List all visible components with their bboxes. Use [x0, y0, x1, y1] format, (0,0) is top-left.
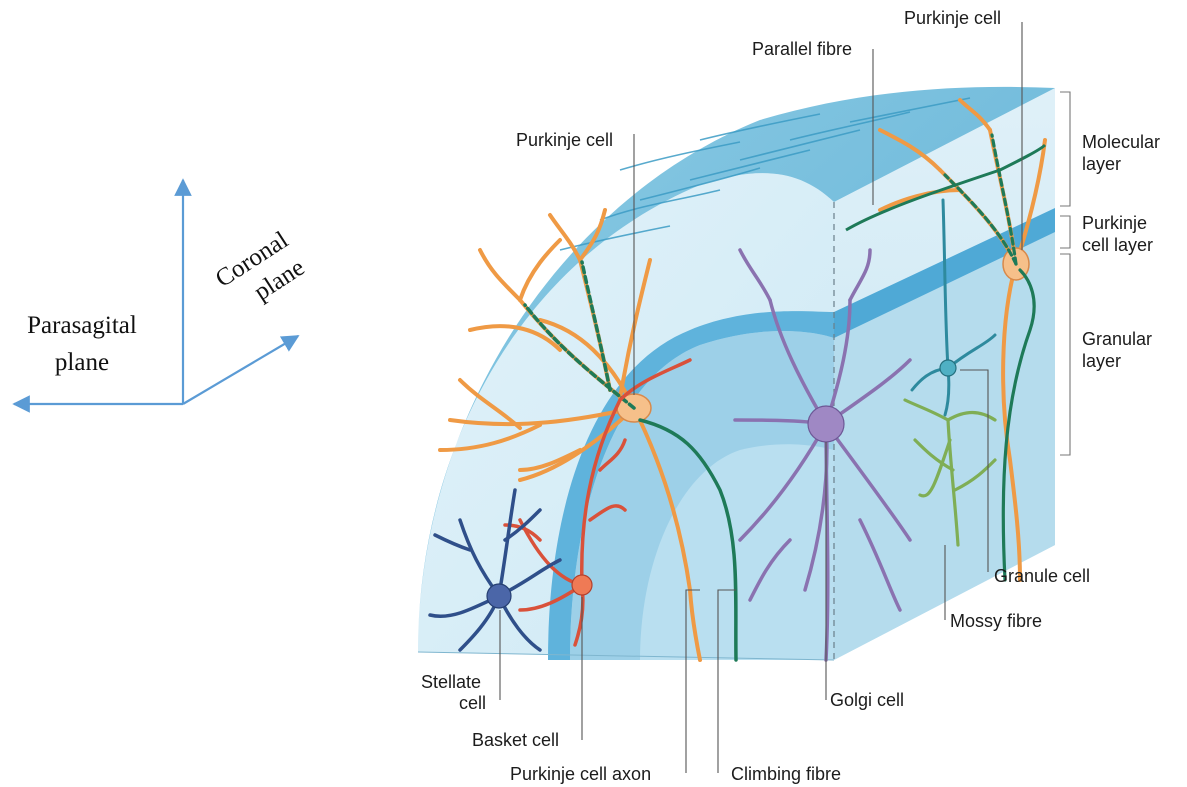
label-granule-cell: Granule cell [994, 566, 1090, 586]
parasagittal-plane-label-line2: plane [55, 349, 109, 376]
granule-soma [940, 360, 956, 376]
stellate-soma [487, 584, 511, 608]
basket-soma [572, 575, 592, 595]
label-parallel-fibre: Parallel fibre [752, 39, 852, 59]
golgi-soma [808, 406, 844, 442]
label-purkinje-cell-top: Purkinje cell [904, 8, 1001, 28]
label-granular-layer: Granular [1082, 329, 1152, 349]
label-mossy-fibre: Mossy fibre [950, 611, 1042, 631]
label-purkinje-cell-axon: Purkinje cell axon [510, 764, 651, 784]
label-granular-layer-line2: layer [1082, 351, 1121, 371]
label-climbing-fibre: Climbing fibre [731, 764, 841, 784]
label-basket-cell: Basket cell [472, 730, 559, 750]
label-stellate-cell: Stellate [421, 672, 481, 692]
label-purkinje-cell-layer: Purkinje [1082, 213, 1147, 233]
label-purkinje-cell-left: Purkinje cell [516, 130, 613, 150]
label-stellate-cell-line2: cell [459, 693, 486, 713]
label-purkinje-cell-layer-line2: cell layer [1082, 235, 1153, 255]
label-molecular-layer-line2: layer [1082, 154, 1121, 174]
layer-brackets [1060, 92, 1070, 455]
parasagittal-plane-label: Parasagital [27, 312, 137, 339]
coronal-axis-arrow [183, 336, 298, 404]
plane-axes: Parasagital plane Coronal plane [14, 180, 311, 404]
label-molecular-layer: Molecular [1082, 132, 1160, 152]
label-golgi-cell: Golgi cell [830, 690, 904, 710]
